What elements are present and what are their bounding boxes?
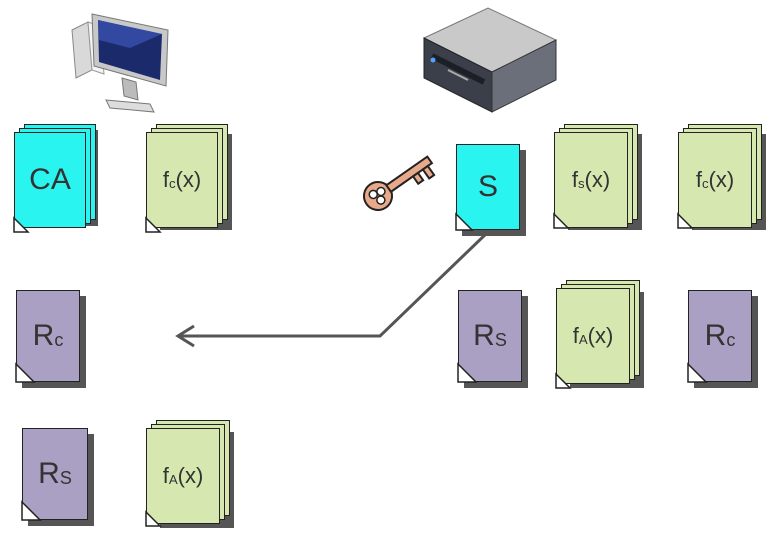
doc-label: S [477, 170, 498, 203]
doc-subscript: s [577, 175, 585, 191]
doc-label: R [38, 457, 60, 490]
doc-subscript: c [54, 330, 64, 350]
doc-label: f [572, 323, 579, 348]
doc-label: f [571, 167, 578, 192]
doc-label-tail: (x) [177, 463, 204, 488]
client-doc-ca: CA [14, 124, 100, 232]
doc-subscript: S [59, 468, 72, 488]
doc-label-tail: (x) [708, 167, 735, 192]
doc-label: CA [29, 163, 71, 196]
server-doc-s: S [456, 144, 528, 238]
doc-subscript: c [726, 330, 736, 350]
doc-subscript: S [494, 330, 507, 350]
doc-label: R [704, 319, 727, 352]
doc-label: R [32, 319, 55, 352]
doc-label: f [162, 463, 169, 488]
doc-label-tail: (x) [584, 167, 611, 192]
doc-subscript: c [701, 175, 709, 191]
doc-label: R [473, 319, 495, 352]
doc-subscript: A [578, 331, 588, 347]
doc-label-tail: (x) [175, 167, 202, 192]
doc-subscript: A [168, 471, 178, 487]
doc-label: f [162, 167, 169, 192]
doc-label-tail: (x) [587, 323, 614, 348]
doc-subscript: c [168, 175, 176, 191]
doc-label: f [695, 167, 702, 192]
